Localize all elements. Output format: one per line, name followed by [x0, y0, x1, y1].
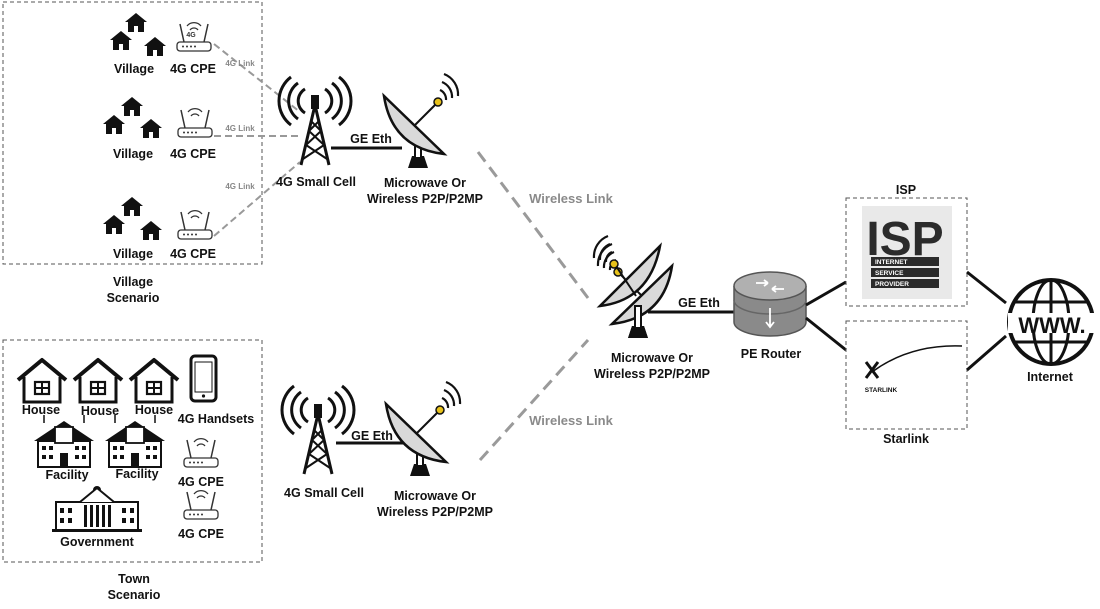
cpe-icon	[183, 489, 219, 520]
4g-link-label: 4G Link	[225, 124, 255, 133]
cpe-label: 4G CPE	[178, 475, 224, 489]
microwave-label: Microwave Or	[384, 176, 466, 190]
router-isp-link	[805, 280, 847, 307]
town-scenario-label-2: Scenario	[108, 588, 161, 602]
microwave-label-2: Wireless P2P/P2MP	[367, 192, 483, 206]
cpe-icon	[177, 209, 213, 240]
starlink-internet-link	[966, 334, 1007, 372]
starlink-logo: STARLINK	[864, 345, 963, 394]
village-label: Village	[114, 62, 154, 76]
wireless-link-village	[476, 151, 590, 299]
facility-icon	[104, 414, 166, 468]
4g-link-label: 4G Link	[225, 182, 255, 191]
isp-box-label: ISP	[896, 183, 916, 197]
facility-icon	[33, 414, 95, 468]
wireless-link-label: Wireless Link	[529, 191, 613, 206]
town-scenario-box	[2, 339, 263, 563]
core-microwave-label-2: Wireless P2P/P2MP	[594, 367, 710, 381]
house-icon	[16, 358, 68, 404]
government-label: Government	[60, 535, 134, 549]
ge-eth-label: GE Eth	[351, 429, 393, 443]
cpe-label: 4G CPE	[170, 147, 216, 161]
microwave-dish-icon	[384, 380, 462, 478]
facility-label: Facility	[115, 467, 158, 481]
government-building-icon	[52, 486, 142, 532]
cpe-label: 4G CPE	[170, 62, 216, 76]
microwave-label-2: Wireless P2P/P2MP	[377, 505, 493, 519]
microwave-dish-icon	[382, 72, 460, 170]
village-row-1: 4G	[110, 13, 212, 56]
isp-box	[845, 197, 968, 307]
house-icon	[128, 358, 180, 404]
cpe-icon	[177, 107, 213, 138]
svg-text:STARLINK: STARLINK	[865, 387, 898, 394]
pe-router-icon	[733, 271, 807, 337]
svg-text:INTERNET: INTERNET	[875, 259, 908, 266]
small-cell-tower-icon	[277, 75, 353, 167]
4g-link-label: 4G Link	[225, 59, 255, 68]
village-row-3	[103, 197, 213, 240]
house-label: House	[81, 404, 119, 418]
small-cell-label: 4G Small Cell	[276, 175, 356, 189]
small-cell-tower-icon	[280, 384, 356, 476]
village-label: Village	[113, 147, 153, 161]
microwave-label: Microwave Or	[394, 489, 476, 503]
router-starlink-link	[805, 316, 847, 352]
internet-label: Internet	[1027, 370, 1074, 384]
starlink-box	[845, 320, 968, 430]
cpe-label: 4G CPE	[170, 247, 216, 261]
4g-link-1	[213, 43, 301, 113]
svg-text:SERVICE: SERVICE	[875, 270, 904, 277]
handset-icon	[189, 354, 218, 403]
house-label: House	[135, 403, 173, 417]
cpe-label: 4G CPE	[178, 527, 224, 541]
house-icon	[72, 358, 124, 404]
starlink-box-label: Starlink	[883, 432, 929, 446]
village-row-2	[103, 97, 213, 138]
wireless-link-town	[478, 338, 590, 462]
svg-text:PROVIDER: PROVIDER	[875, 281, 909, 288]
core-dish-left	[592, 234, 662, 338]
cpe-icon	[183, 437, 219, 468]
svg-text:4G: 4G	[186, 32, 196, 39]
town-scenario-label: Town	[118, 572, 150, 586]
village-label: Village	[113, 247, 153, 261]
svg-text:WWW.: WWW.	[1018, 313, 1085, 338]
handsets-label: 4G Handsets	[178, 412, 254, 426]
house-label: House	[22, 403, 60, 417]
village-scenario-box	[2, 1, 263, 265]
wireless-link-label: Wireless Link	[529, 413, 613, 428]
pe-router-label: PE Router	[741, 347, 802, 361]
isp-logo: ISP INTERNET SERVICE PROVIDER	[862, 206, 952, 299]
small-cell-label: 4G Small Cell	[284, 486, 364, 500]
core-microwave-label: Microwave Or	[611, 351, 693, 365]
village-scenario-label: Village	[113, 275, 153, 289]
isp-internet-link	[966, 270, 1007, 305]
internet-globe-icon: WWW.	[1007, 278, 1096, 366]
village-scenario-label-2: Scenario	[107, 291, 160, 305]
facility-label: Facility	[45, 468, 88, 482]
core-ge-eth-label: GE Eth	[678, 296, 720, 310]
ge-eth-label: GE Eth	[350, 132, 392, 146]
4g-link-3	[213, 161, 301, 237]
